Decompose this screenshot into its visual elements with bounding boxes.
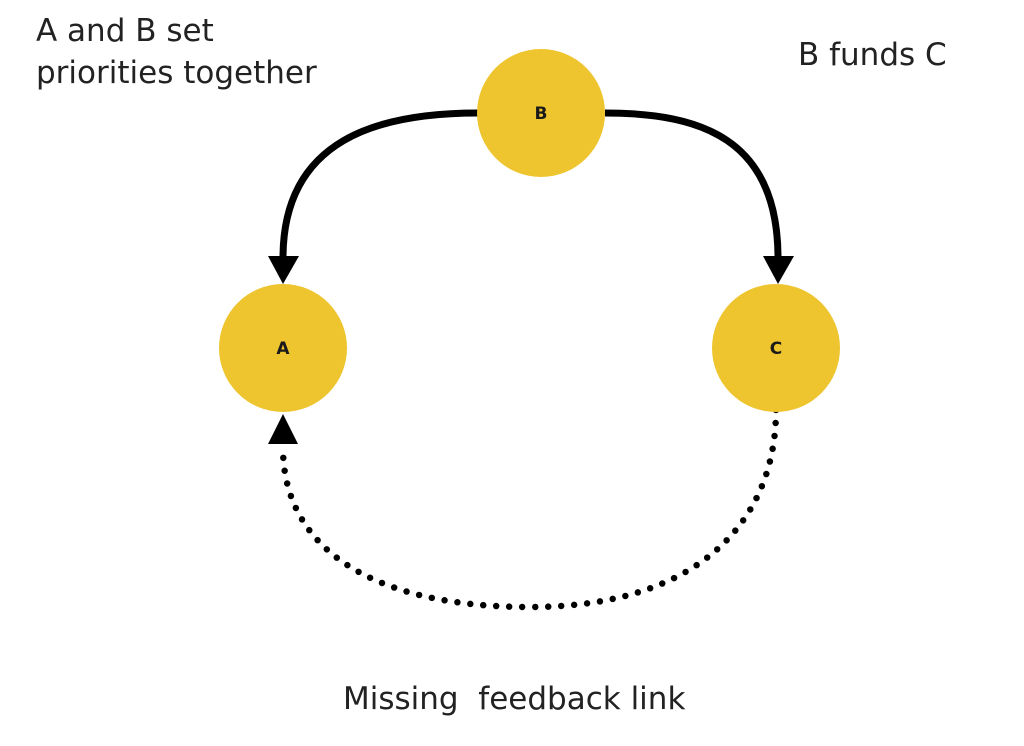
arrowhead-c — [763, 256, 794, 284]
caption-ab-line2: priorities together — [36, 55, 317, 91]
node-a: A — [219, 284, 347, 412]
node-b-label: B — [535, 104, 548, 124]
edge-b-to-c — [604, 109, 782, 259]
node-a-label: A — [276, 339, 290, 359]
node-b: B — [477, 49, 605, 177]
edge-b-to-a — [279, 109, 479, 259]
arrowhead-a — [268, 256, 299, 284]
node-c-label: C — [770, 339, 782, 359]
caption-ab-priorities: A and B set priorities together — [36, 10, 317, 94]
caption-ab-line1: A and B set — [36, 13, 214, 49]
node-c: C — [712, 284, 840, 412]
caption-missing-feedback: Missing feedback link — [343, 681, 686, 717]
edge-c-to-a-dotted — [279, 406, 780, 611]
caption-b-funds-c: B funds C — [798, 37, 947, 73]
arrowhead-a-feedback — [268, 414, 298, 444]
